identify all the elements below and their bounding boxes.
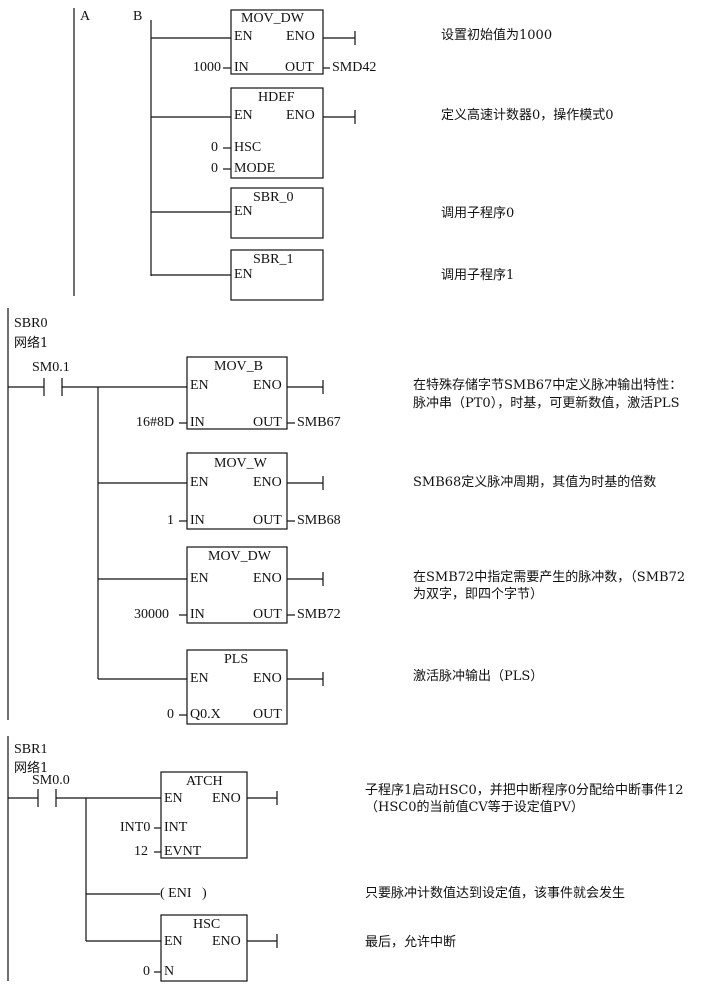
- mov-dw2-en: EN: [190, 571, 209, 586]
- mov-w-en: EN: [190, 475, 209, 490]
- atch-eno: ENO: [212, 791, 241, 806]
- sbr-1-en: EN: [234, 267, 253, 282]
- pls-box: [186, 649, 288, 725]
- comment-set-initial: 设置初始值为1000: [441, 28, 553, 43]
- comment-smb72-line1: 在SMB72中指定需要产生的脉冲数，（SMB72: [413, 570, 686, 585]
- mov-b-out-pin: OUT: [253, 415, 282, 430]
- mov-b-box: [186, 356, 288, 430]
- mov-dw2-out-value: SMB72: [297, 607, 341, 622]
- comment-smb68: SMB68定义脉冲周期，其值为时基的倍数: [413, 475, 657, 490]
- mov-w-in-value: 1: [167, 513, 174, 528]
- mov-b-in-pin: IN: [190, 415, 205, 430]
- label-a: A: [80, 9, 91, 24]
- mov-dw-in-value: 1000: [193, 60, 221, 75]
- sbr1-network-label: 网络1: [14, 761, 49, 776]
- sbr-0-box: [230, 187, 324, 239]
- atch-box: [160, 771, 248, 859]
- contact-sm00-label: SM0.0: [32, 773, 70, 788]
- sbr0-network-label: 网络1: [14, 336, 49, 351]
- comment-call-sbr0: 调用子程序0: [441, 206, 515, 221]
- pls-q-value: 0: [167, 707, 174, 722]
- mov-b-in-value: 16#8D: [136, 415, 175, 430]
- comment-atch-line1: 子程序1启动HSC0，并把中断程序0分配给中断事件12: [365, 783, 684, 798]
- comment-enable-int: 最后，允许中断: [365, 935, 457, 950]
- mov-dw-eno: ENO: [286, 29, 315, 44]
- mov-w-title: MOV_W: [214, 456, 267, 471]
- hsc-en: EN: [164, 934, 183, 949]
- mov-b-en: EN: [190, 378, 209, 393]
- mov-w-in-pin: IN: [190, 513, 205, 528]
- hdef-box: [230, 87, 324, 179]
- hsc-eno: ENO: [212, 934, 241, 949]
- mov-b-out-value: SMB67: [297, 415, 341, 430]
- mov-dw2-out-pin: OUT: [253, 607, 282, 622]
- sbr1-title: SBR1: [14, 742, 48, 757]
- pls-out-pin: OUT: [253, 707, 282, 722]
- hdef-hsc-value: 0: [211, 140, 218, 155]
- hsc-box: [160, 914, 248, 982]
- hsc-n-pin: N: [164, 964, 175, 979]
- mov-dw2-in-pin: IN: [190, 607, 205, 622]
- comment-smb67-line1: 在特殊存储字节SMB67中定义脉冲输出特性：: [413, 378, 683, 393]
- atch-title: ATCH: [186, 774, 223, 789]
- mov-dw2-box: [186, 546, 288, 624]
- pls-en: EN: [190, 671, 209, 686]
- comment-smb67-line2: 脉冲串（PT0），时基，可更新数值，激活PLS: [413, 396, 680, 411]
- comment-smb72-line2: 为双字，即四个字节）: [413, 587, 544, 602]
- comment-eni: 只要脉冲计数值达到设定值，该事件就会发生: [365, 886, 626, 901]
- hdef-hsc-pin: HSC: [234, 140, 262, 155]
- pls-title: PLS: [224, 652, 249, 667]
- comment-atch-line2: （HSC0的当前值CV等于设定值PV）: [365, 800, 584, 815]
- mov-dw-out-pin: OUT: [285, 60, 314, 75]
- mov-b-title: MOV_B: [214, 359, 264, 374]
- eni-coil: ( ENI ): [160, 886, 207, 901]
- hdef-mode-pin: MODE: [234, 161, 276, 176]
- mov-dw-out-value: SMD42: [332, 60, 377, 75]
- atch-int-pin: INT: [164, 820, 188, 835]
- hdef-eno: ENO: [286, 108, 315, 123]
- mov-w-out-value: SMB68: [297, 513, 341, 528]
- sbr-0-en: EN: [234, 204, 253, 219]
- mov-w-box: [186, 452, 288, 530]
- hdef-title: HDEF: [258, 90, 295, 105]
- mov-dw2-eno: ENO: [253, 571, 282, 586]
- comment-define-hsc: 定义高速计数器0，操作模式0: [441, 108, 614, 123]
- comment-call-sbr1: 调用子程序1: [441, 268, 515, 283]
- label-b: B: [133, 9, 143, 24]
- hdef-mode-value: 0: [211, 161, 218, 176]
- mov-b-eno: ENO: [253, 378, 282, 393]
- atch-en: EN: [164, 791, 183, 806]
- mov-w-eno: ENO: [253, 475, 282, 490]
- contact-sm01-label: SM0.1: [32, 360, 70, 375]
- hdef-en: EN: [234, 108, 253, 123]
- mov-w-out-pin: OUT: [253, 513, 282, 528]
- mov-dw-box: [230, 9, 324, 75]
- mov-dw2-title: MOV_DW: [208, 549, 271, 564]
- atch-int-value: INT0: [120, 820, 151, 835]
- mov-dw-in-pin: IN: [234, 60, 249, 75]
- pls-eno: ENO: [253, 671, 282, 686]
- sbr0-title: SBR0: [14, 316, 48, 331]
- sbr-0-title: SBR_0: [253, 190, 294, 205]
- atch-evnt-pin: EVNT: [164, 844, 202, 859]
- hsc-n-value: 0: [143, 964, 150, 979]
- mov-dw2-in-value: 30000: [134, 607, 169, 622]
- mov-dw-title: MOV_DW: [241, 11, 304, 26]
- hsc-title: HSC: [193, 917, 221, 932]
- pls-q-pin: Q0.X: [190, 707, 221, 722]
- comment-pls: 激活脉冲输出（PLS）: [413, 669, 544, 684]
- mov-dw-en: EN: [234, 29, 253, 44]
- sbr-1-title: SBR_1: [253, 252, 294, 267]
- atch-evnt-value: 12: [134, 844, 148, 859]
